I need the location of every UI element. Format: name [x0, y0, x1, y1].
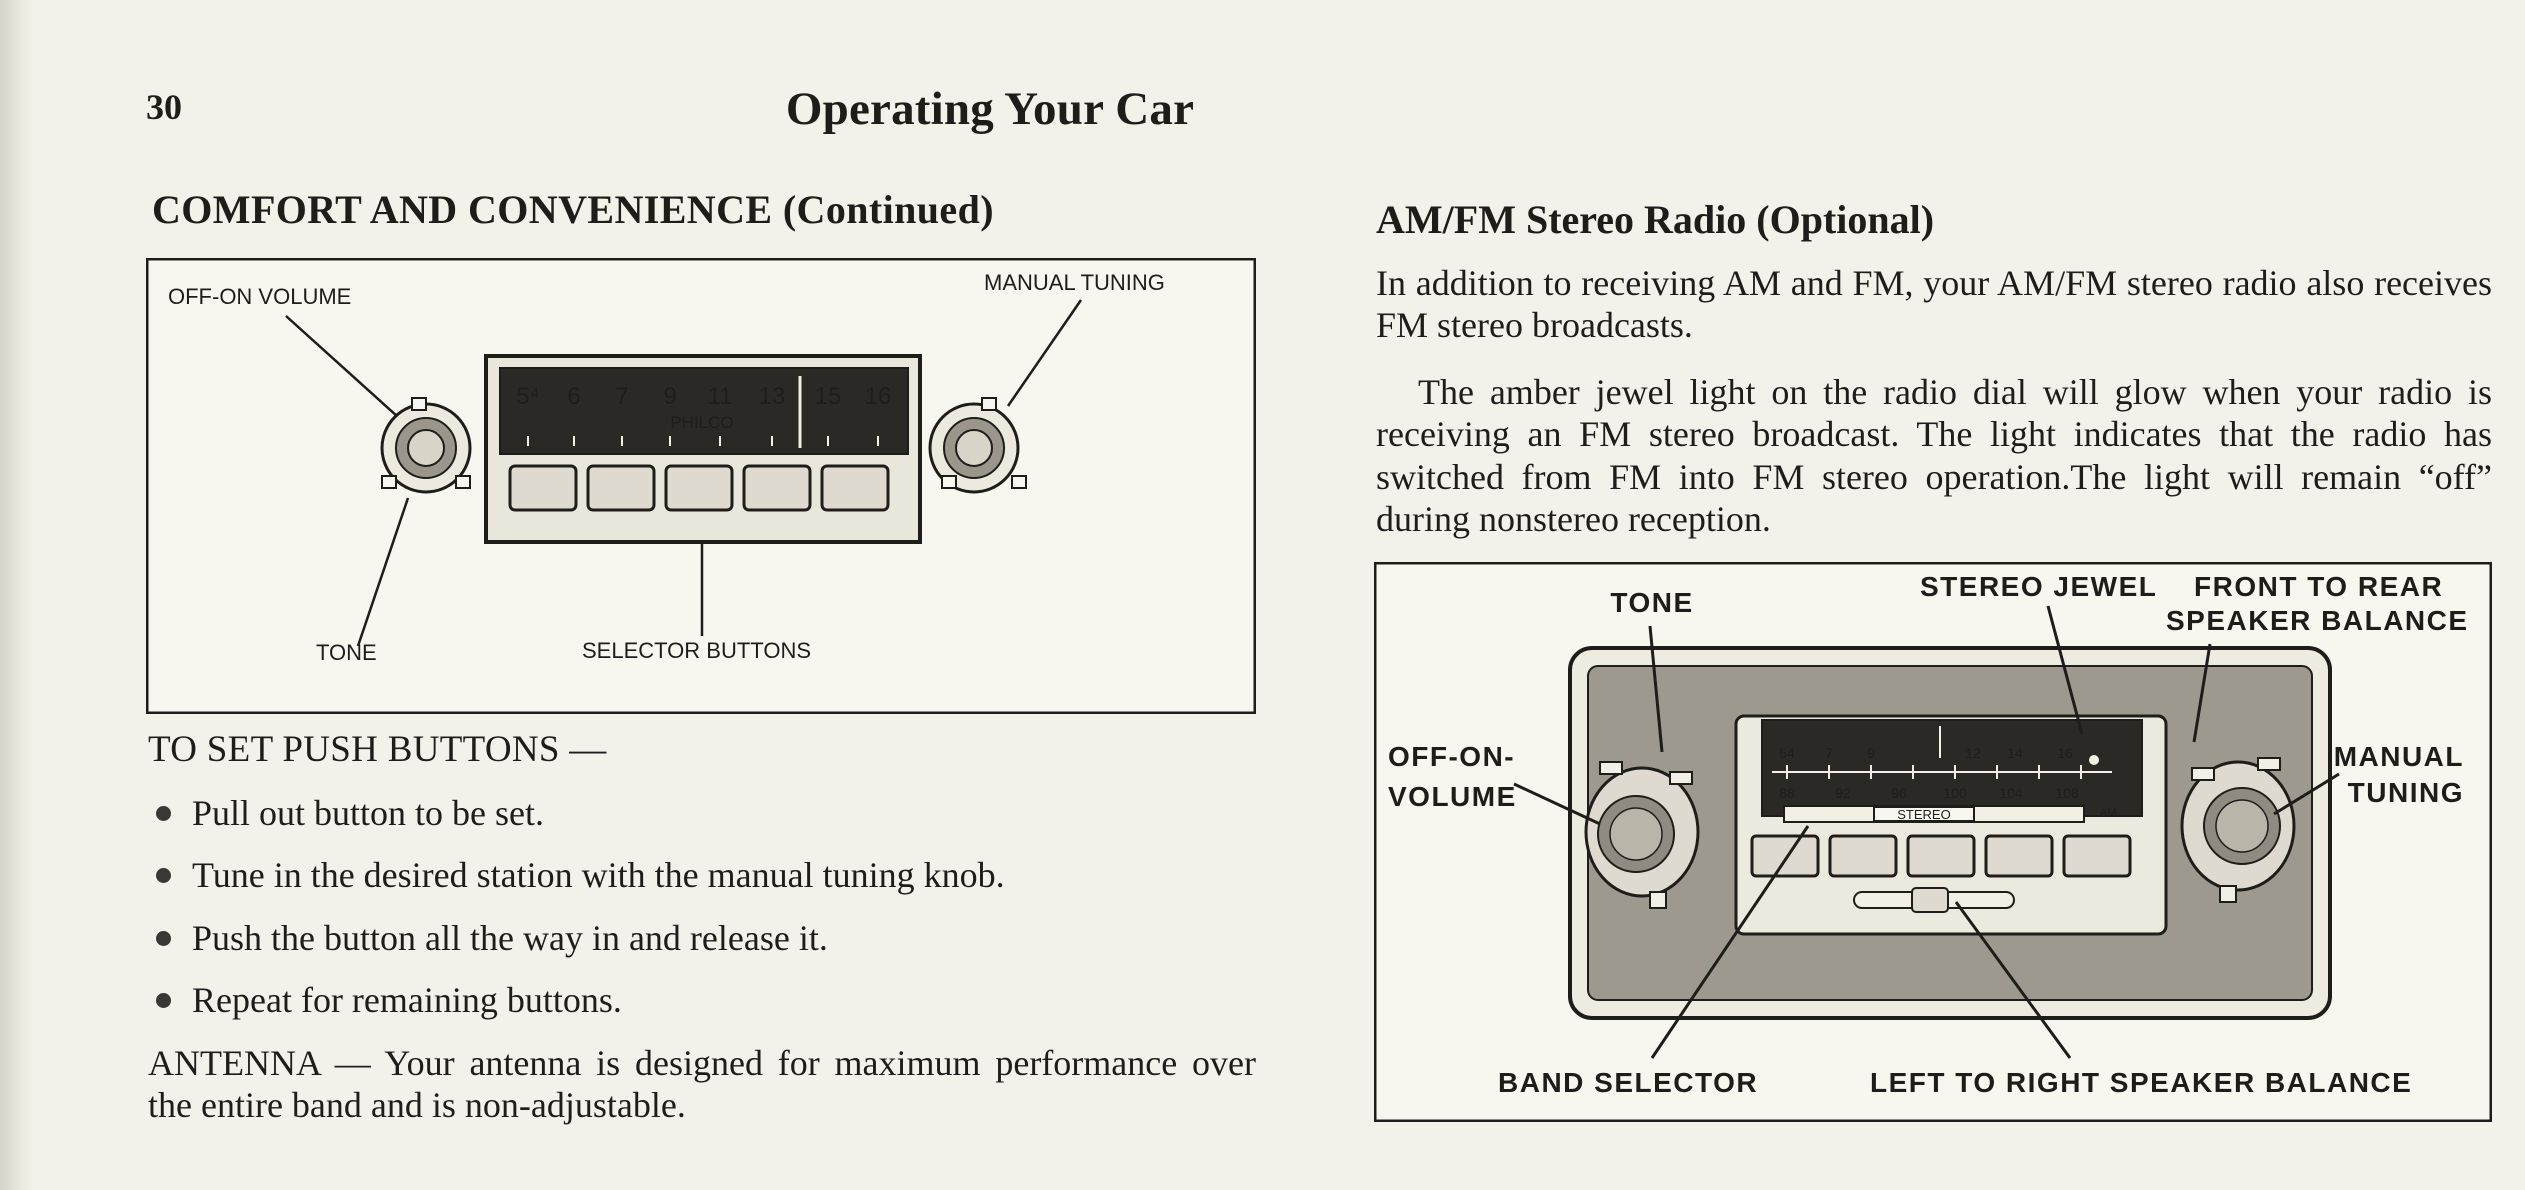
fig1-dial-number: 16 [865, 383, 892, 410]
fig2-label-off-on-1: OFF-ON- [1388, 741, 1515, 772]
fig1-label-tone: TONE [316, 640, 377, 665]
am-scale-label: 16 [2057, 745, 2073, 761]
bullet-icon [156, 993, 171, 1009]
step-text: Repeat for remaining buttons. [192, 980, 622, 1021]
stereo-jewel-light [2089, 755, 2099, 765]
fig2-am-scale: 54 7 9 12 14 16 [1779, 745, 2073, 761]
fig1-label-manual-tuning: MANUAL TUNING [984, 270, 1165, 295]
am-scale-label: 7 [1825, 745, 1833, 761]
fig1-label-selector-buttons: SELECTOR BUTTONS [582, 638, 811, 663]
fig2-label-left-to-right: LEFT TO RIGHT SPEAKER BALANCE [1870, 1067, 2412, 1098]
fig2-right-knob [2180, 757, 2296, 903]
stereo-radio-diagram: 54 7 9 12 14 16 88 92 96 100 10 [1374, 562, 2492, 1122]
fig1-dial-number: 6 [567, 383, 580, 410]
push-buttons-steps: Pull out button to be set. Tune in the d… [148, 792, 1256, 1022]
fig2-label-front-to-rear-1: FRONT TO REAR [2194, 571, 2443, 602]
fig1-dial-number: 13 [759, 383, 786, 410]
fig1-dial-number: 9 [663, 383, 676, 410]
bullet-icon [156, 805, 171, 821]
am-scale-label: 9 [1867, 745, 1875, 761]
fig2-label-band-selector: BAND SELECTOR [1498, 1067, 1758, 1098]
fig1-dial-number: 15 [815, 383, 842, 410]
fig1-dial-number: 11 [708, 383, 733, 410]
list-item: Repeat for remaining buttons. [148, 979, 1256, 1021]
fig1-right-knob [928, 397, 1027, 494]
am-tag: AM [2100, 807, 2117, 819]
fm-scale-label: 96 [1891, 785, 1907, 801]
fig2-label-front-to-rear-2: SPEAKER BALANCE [2166, 605, 2469, 636]
step-text: Push the button all the way in and relea… [192, 917, 828, 958]
bullet-icon [156, 868, 171, 884]
fig2-left-knob [1584, 761, 1700, 909]
stereo-radio-figure: 54 7 9 12 14 16 88 92 96 100 10 [1374, 562, 2492, 1122]
am-scale-label: 14 [2007, 745, 2023, 761]
am-fm-heading: AM/FM Stereo Radio (Optional) [1376, 197, 1935, 242]
fm-scale-label: 104 [1999, 785, 2023, 801]
am-scale-label: 12 [1965, 745, 1981, 761]
fig1-left-knob [380, 397, 472, 494]
am-fm-paragraph-1: In addition to receiving AM and FM, your… [1376, 263, 2492, 346]
fig1-label-off-on-volume: OFF-ON VOLUME [168, 284, 351, 309]
fm-scale-label: 92 [1835, 785, 1851, 801]
fig1-dial-scale: 5⁴ 6 7 9 11 13 15 16 [516, 383, 891, 410]
push-buttons-heading: TO SET PUSH BUTTONS — [148, 729, 607, 770]
section-heading: COMFORT AND CONVENIENCE (Continued) [152, 187, 994, 232]
list-item: Push the button all the way in and relea… [148, 917, 1256, 959]
step-text: Tune in the desired station with the man… [192, 855, 1005, 896]
balance-slider-knob [1911, 887, 1949, 913]
philco-radio-figure: OFF-ON VOLUME MANUAL TUNING TONE SELECTO… [146, 258, 1256, 714]
fig1-dial-number: 7 [615, 383, 628, 410]
fig2-fm-scale: 88 92 96 100 104 108 [1779, 785, 2079, 801]
fig2-label-manual-2: TUNING [2348, 777, 2464, 808]
page-title: Operating Your Car [785, 83, 1195, 135]
page-number: 30 [146, 87, 182, 127]
fm-scale-label: 108 [2055, 785, 2079, 801]
fig2-label-stereo-jewel: STEREO JEWEL [1920, 571, 2157, 602]
list-item: Pull out button to be set. [148, 792, 1256, 834]
philco-radio-diagram: OFF-ON VOLUME MANUAL TUNING TONE SELECTO… [146, 258, 1256, 714]
antenna-paragraph: ANTENNA — Your antenna is designed for m… [148, 1042, 1256, 1125]
fig1-selector-buttons [508, 464, 890, 512]
stereo-indicator: STEREO [1897, 807, 1950, 822]
bullet-icon [156, 930, 171, 946]
list-item: Tune in the desired station with the man… [148, 854, 1256, 896]
fm-scale-label: 100 [1943, 785, 1967, 801]
am-scale-label: 54 [1779, 745, 1795, 761]
fig2-label-tone: TONE [1610, 587, 1693, 618]
am-fm-paragraph-2: The amber jewel light on the radio dial … [1376, 371, 2492, 540]
binding-gutter [0, 0, 34, 1190]
push-buttons-section: TO SET PUSH BUTTONS — Pull out button to… [148, 728, 1256, 1126]
step-text: Pull out button to be set. [192, 792, 545, 833]
fig2-label-manual-1: MANUAL [2334, 741, 2464, 772]
fig1-dial-number: 5⁴ [516, 383, 540, 410]
fig2-label-off-on-2: VOLUME [1388, 781, 1517, 812]
fig2-push-buttons [1750, 834, 2132, 878]
am-fm-section: In addition to receiving AM and FM, your… [1376, 262, 2492, 565]
fig1-brand: PHILCO [670, 413, 733, 432]
fm-scale-label: 88 [1779, 785, 1795, 801]
